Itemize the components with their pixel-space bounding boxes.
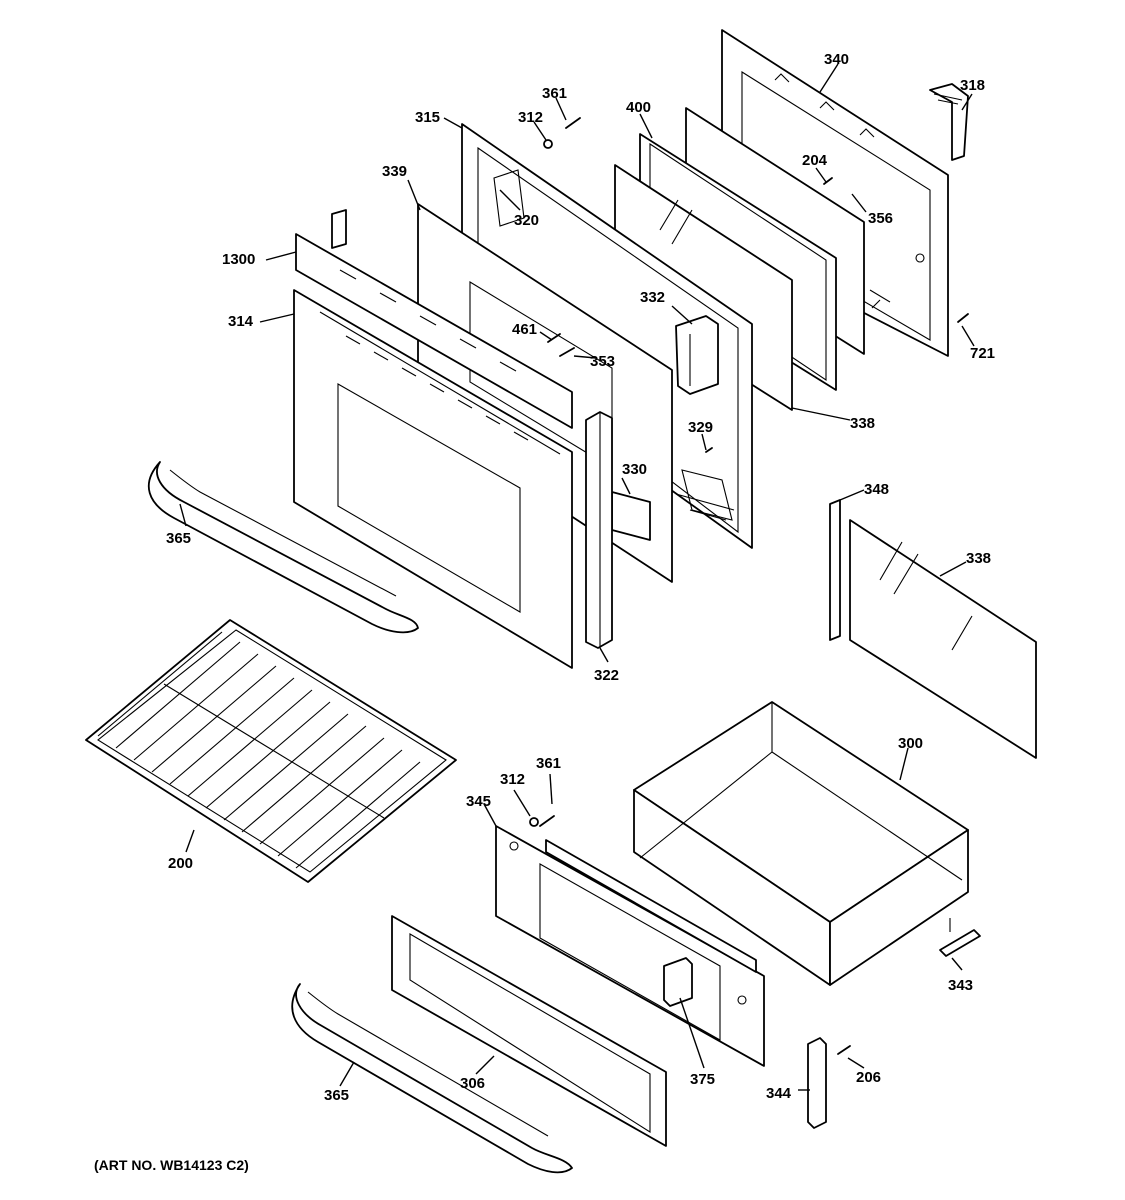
callout-318: 318 xyxy=(960,77,985,94)
callout-206: 206 xyxy=(856,1069,881,1086)
part-300-drawer-box xyxy=(633,701,969,986)
part-332-bracket xyxy=(675,315,719,395)
part-365-upper-handle xyxy=(148,461,419,634)
part-344-rail xyxy=(807,1037,827,1129)
part-348-trim-strip xyxy=(829,499,841,641)
callout-375: 375 xyxy=(690,1071,715,1088)
part-343-glide xyxy=(939,918,981,957)
part-1300-vent-trim xyxy=(295,209,573,429)
part-345-drawer-front-frame xyxy=(495,825,765,1067)
callout-721: 721 xyxy=(970,345,995,362)
callout-204: 204 xyxy=(802,152,828,169)
leader-lines xyxy=(179,63,975,1091)
art-number: (ART NO. WB14123 C2) xyxy=(94,1157,249,1173)
callout-461: 461 xyxy=(512,321,537,338)
callout-300: 300 xyxy=(898,735,923,752)
callout-353: 353 xyxy=(590,353,615,370)
callout-322: 322 xyxy=(594,667,619,684)
callout-344: 344 xyxy=(766,1085,792,1102)
callout-338-upper: 338 xyxy=(850,415,875,432)
part-375-bracket xyxy=(663,957,693,1007)
callout-330: 330 xyxy=(622,461,647,478)
part-306-drawer-panel xyxy=(391,915,667,1147)
callout-329: 329 xyxy=(688,419,713,436)
callout-339: 339 xyxy=(382,163,407,180)
callout-361-lower: 361 xyxy=(536,755,561,772)
callout-320: 320 xyxy=(514,212,539,229)
part-322-side-channel xyxy=(585,411,613,649)
callout-365-lower: 365 xyxy=(324,1087,349,1104)
callout-340: 340 xyxy=(824,51,849,68)
screws-and-washers xyxy=(529,117,969,1055)
part-200-oven-rack xyxy=(85,619,457,883)
part-365-lower-handle xyxy=(291,983,573,1174)
callout-314: 314 xyxy=(228,313,254,330)
callout-400: 400 xyxy=(626,99,651,116)
callout-312-top: 312 xyxy=(518,109,543,126)
callout-361-top: 361 xyxy=(542,85,567,102)
callout-356: 356 xyxy=(868,210,893,227)
callout-345: 345 xyxy=(466,793,491,810)
callout-labels: 340 318 361 400 312 315 339 320 204 356 … xyxy=(94,51,995,1173)
callout-1300: 1300 xyxy=(222,251,255,268)
callout-338-side: 338 xyxy=(966,550,991,567)
callout-312-lower: 312 xyxy=(500,771,525,788)
callout-200: 200 xyxy=(168,855,193,872)
callout-365-upper: 365 xyxy=(166,530,191,547)
callout-332: 332 xyxy=(640,289,665,306)
callout-315: 315 xyxy=(415,109,440,126)
callout-348: 348 xyxy=(864,481,889,498)
part-338-side-glass xyxy=(849,519,1037,759)
part-314-outer-door xyxy=(293,289,573,669)
part-318-gasket xyxy=(929,83,969,161)
callout-306: 306 xyxy=(460,1075,485,1092)
callout-343: 343 xyxy=(948,977,973,994)
